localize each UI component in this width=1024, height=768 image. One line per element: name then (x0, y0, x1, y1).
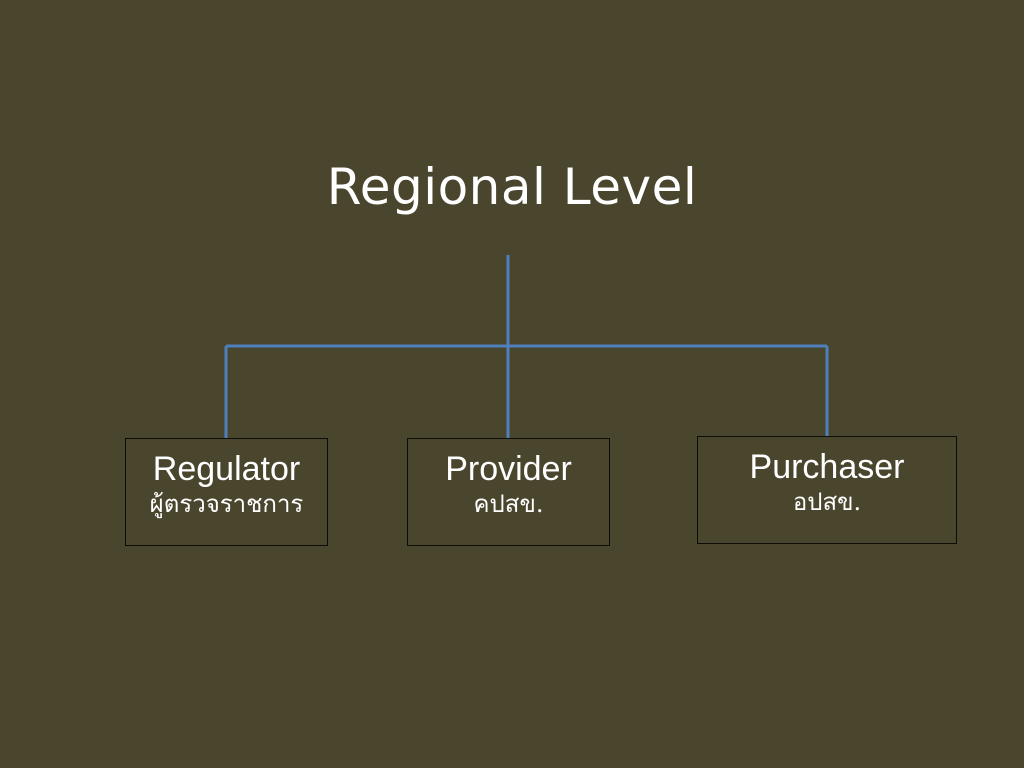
purchaser-box: Purchaser อปสข. (697, 436, 957, 544)
provider-box: Provider คปสข. (407, 438, 610, 546)
regulator-label: Regulator (152, 450, 301, 488)
provider-label: Provider (445, 450, 572, 488)
regulator-subtitle: ผู้ตรวจราชการ (149, 490, 304, 518)
purchaser-subtitle: อปสข. (792, 488, 862, 516)
regulator-box: Regulator ผู้ตรวจราชการ (125, 438, 328, 546)
provider-subtitle: คปสข. (473, 490, 544, 518)
diagram-title: Regional Level (326, 158, 698, 216)
purchaser-label: Purchaser (749, 448, 905, 486)
